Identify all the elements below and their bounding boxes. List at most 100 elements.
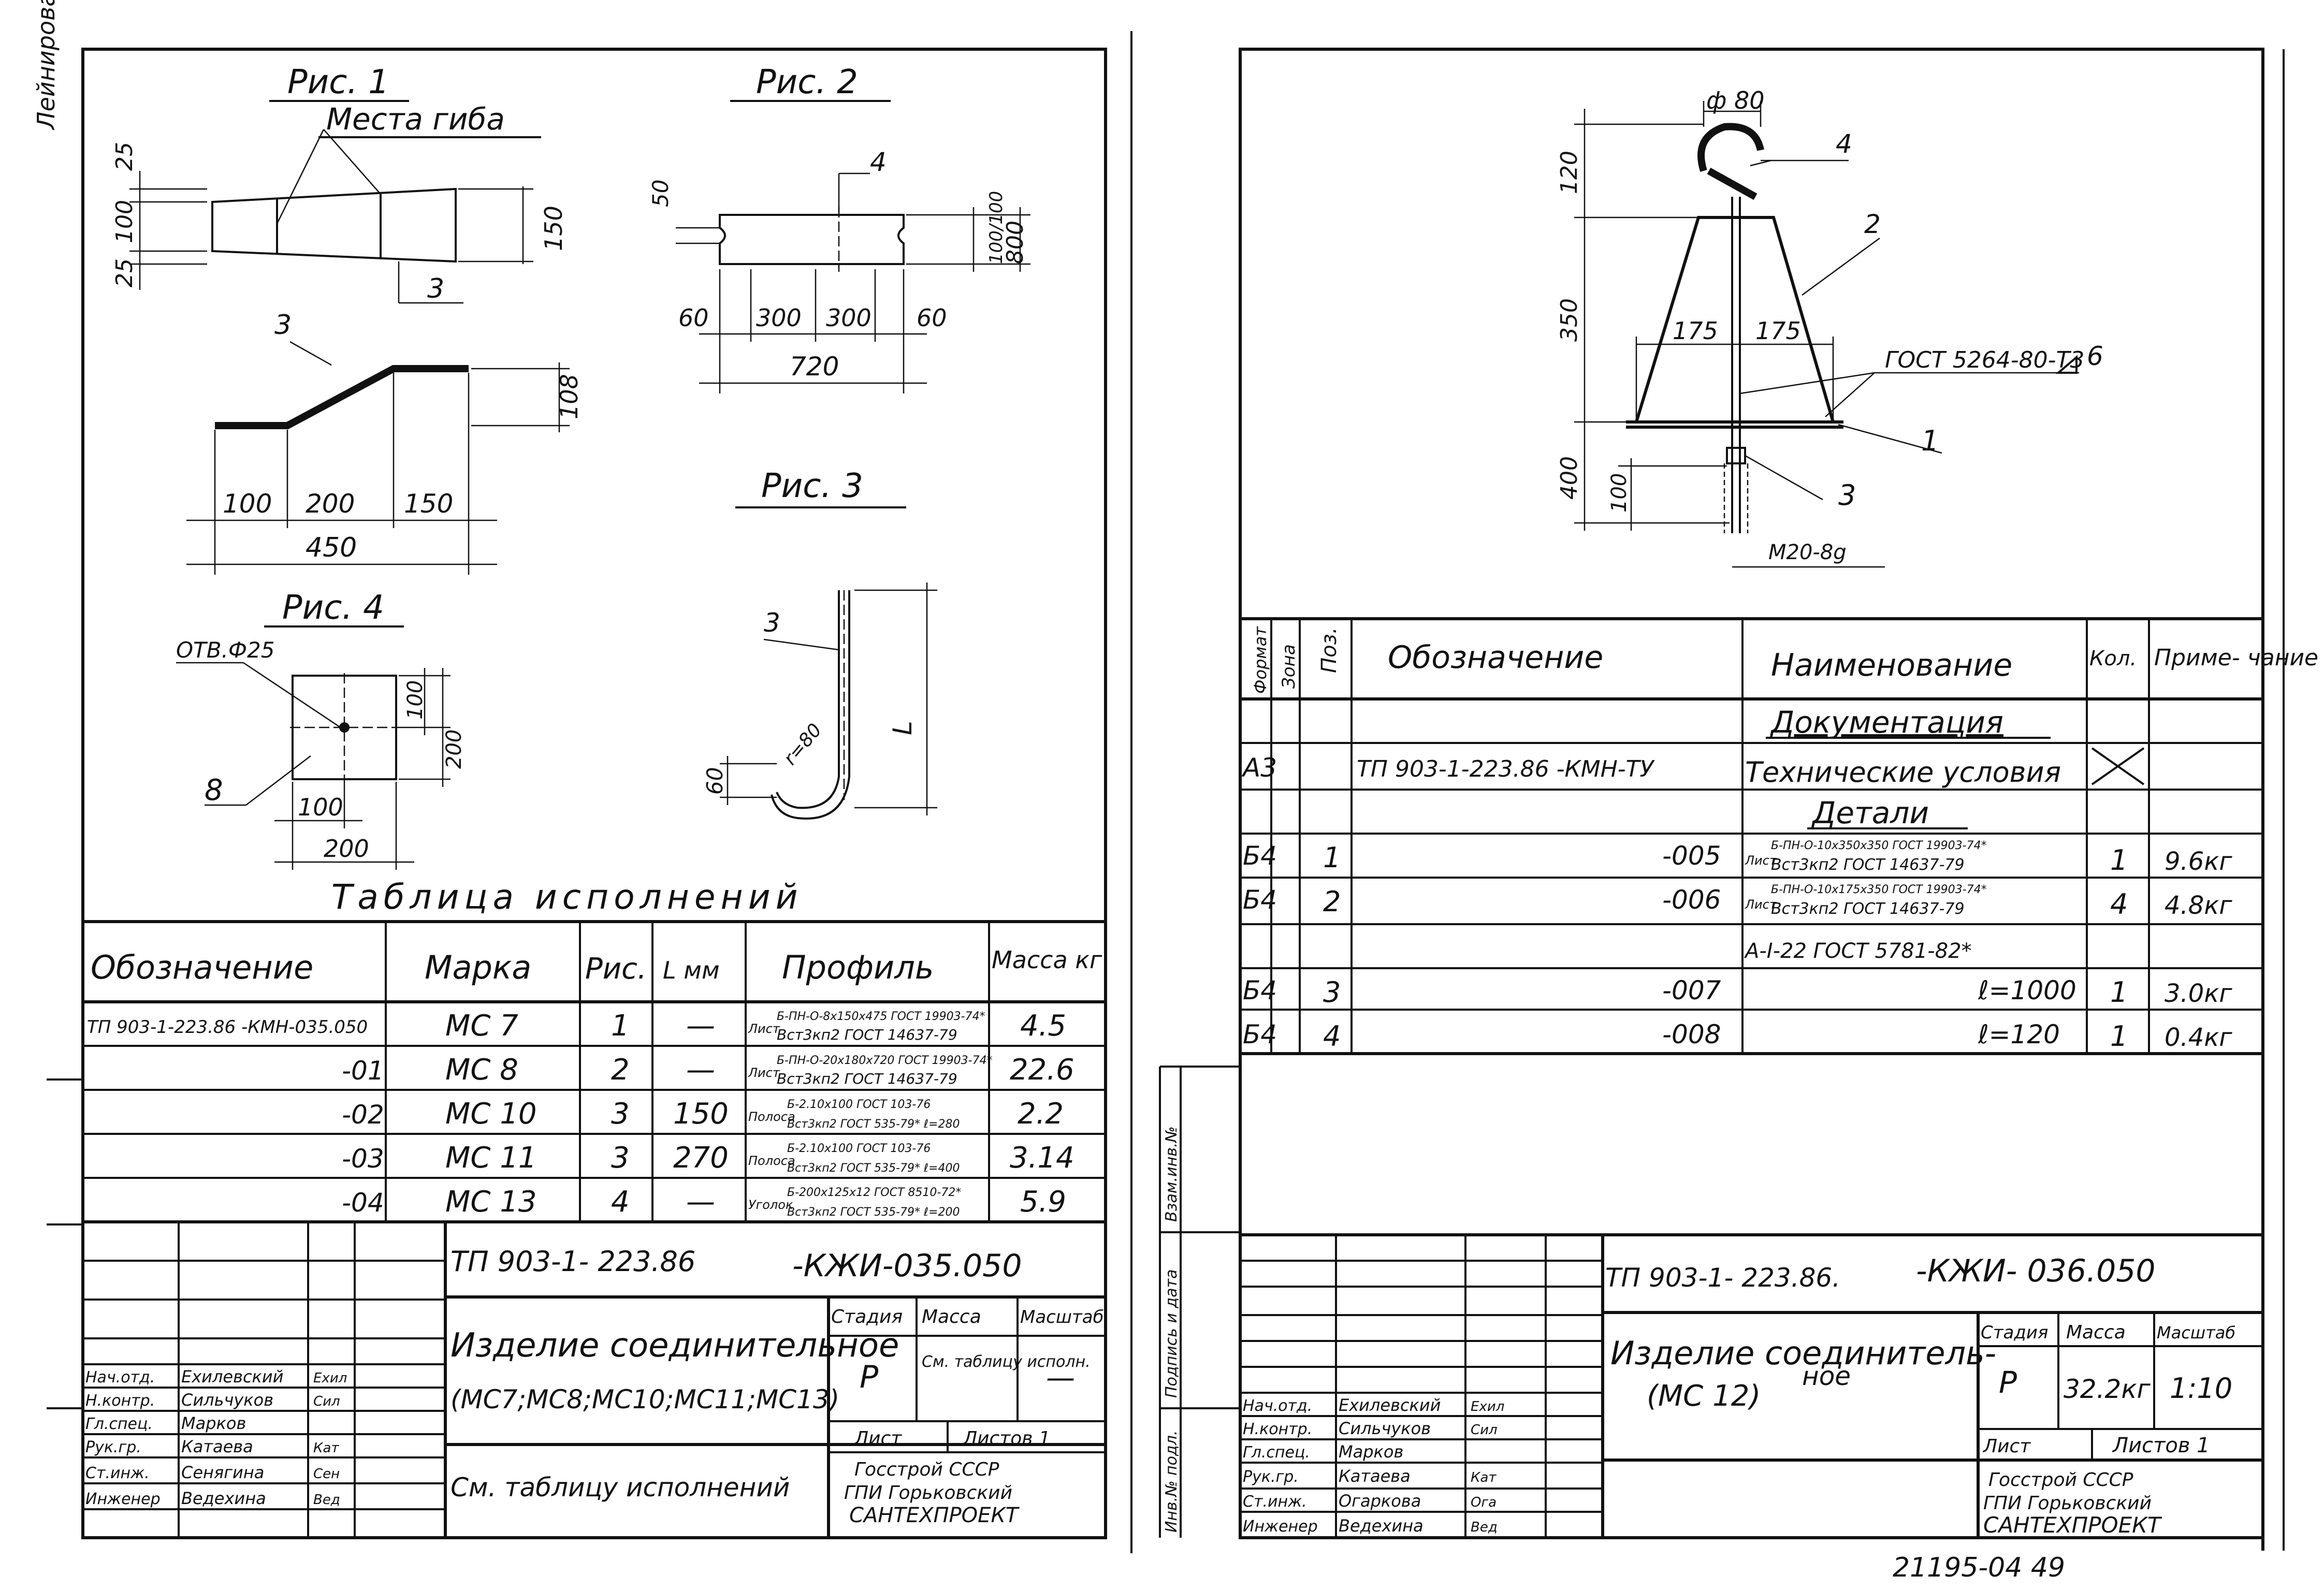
- part4-pos: 4: [1323, 1020, 1341, 1053]
- fig1-pos: 3: [427, 273, 444, 304]
- vt-row1-mass: 22.6: [1010, 1053, 1074, 1087]
- left-stamp-name-2: Сильчуков: [181, 1390, 273, 1410]
- fig1-bend-label: Места гиба: [326, 101, 505, 137]
- right-stamp-role-6: Инженер: [1243, 1518, 1318, 1536]
- table-row: ТП 903-1-223.86 -КМН-035.050 МС 7 1 — Ли…: [87, 1009, 1066, 1043]
- vt-row1-profile-kind: Лист: [748, 1066, 780, 1080]
- hook-top: [1697, 123, 1764, 172]
- left-stamp-role-5: Ст.инж.: [85, 1464, 150, 1482]
- fig3-pos: 3: [764, 608, 780, 638]
- vt-row3-designation: -03: [342, 1144, 384, 1174]
- part0-kind: Лист: [1745, 853, 1777, 868]
- fig2-plate: [719, 214, 905, 265]
- right-stamp-org-2: ГПИ Горьковский: [1983, 1493, 2152, 1514]
- left-stamp-scale-header: Масштаб: [1020, 1307, 1104, 1328]
- right-stamp-stage-header: Стадия: [1981, 1322, 2048, 1343]
- left-title-block: ТП 903-1- 223.86 -КЖИ-035.050 Изделие со…: [83, 1222, 1106, 1538]
- vt-row2-profile-top: Б-2.10х100 ГОСТ 103-76: [787, 1098, 931, 1111]
- dim-175a: 175: [1673, 317, 1718, 345]
- left-stamp-org-1: Госстрой СССР: [854, 1459, 999, 1480]
- left-stamp-stage-header: Стадия: [831, 1306, 903, 1328]
- spec-header-qty: Кол.: [2089, 647, 2137, 670]
- part0-pos: 1: [1323, 841, 1341, 874]
- fig1-dim-108: 108: [555, 374, 583, 419]
- left-stamp-mass: См. таблицу исполн.: [922, 1353, 1091, 1371]
- vt-row1-fig: 2: [611, 1053, 630, 1087]
- left-stamp-role-6: Инженер: [85, 1490, 161, 1508]
- table-row: -01 МС 8 2 — Лист Б-ПН-О-20х180х720 ГОСТ…: [342, 1053, 1074, 1087]
- part3-qty: 1: [2110, 976, 2128, 1009]
- left-stamp-sheet: Лист: [853, 1428, 902, 1449]
- left-stamp-name-3: Марков: [181, 1413, 246, 1433]
- table-row: Б4 3 -007 ℓ=1000 1 3.0кг: [1243, 975, 2232, 1009]
- fig1-dim-100h: 100: [223, 489, 272, 519]
- variants-table: Обозначение Марка Рис. L мм Профиль Масс…: [83, 920, 1106, 1223]
- left-stamp-role-1: Нач.отд.: [85, 1368, 155, 1387]
- part4-qty: 1: [2110, 1020, 2128, 1053]
- vt-row3-mark: МС 11: [445, 1141, 536, 1175]
- vt-header-designation: Обозначение: [91, 949, 313, 986]
- table-row: А-I-22 ГОСТ 5781-82*: [1744, 939, 1972, 963]
- dim-350: 350: [1556, 298, 1582, 342]
- right-stamp-sheet: Лист: [1982, 1436, 2031, 1457]
- vt-row2-profile-kind: Полоса: [748, 1110, 795, 1124]
- right-stamp-org-3: САНТЕХПРОЕКТ: [1983, 1512, 2162, 1538]
- vt-row0-fig: 1: [611, 1009, 630, 1043]
- fig2-dim-300a: 300: [756, 304, 802, 332]
- vt-row2-designation: -02: [342, 1100, 384, 1130]
- vt-row4-mass: 5.9: [1020, 1185, 1066, 1219]
- spec-table: Формат Зона Поз. Обозначение Наименовани…: [1240, 617, 2318, 1055]
- vt-row3-L: 270: [673, 1141, 729, 1175]
- part4-note: 0.4кг: [2165, 1023, 2232, 1052]
- right-stamp-role-4: Рук.гр.: [1243, 1468, 1299, 1486]
- fig4-pos: 8: [205, 774, 223, 807]
- right-stamp-name-1: Ехилевский: [1339, 1395, 1441, 1415]
- left-stamp-code-suffix: -КЖИ-035.050: [792, 1248, 1022, 1284]
- right-stamp-sign-1: Ехил: [1471, 1399, 1504, 1414]
- spec-header-zone: Зона: [1279, 644, 1299, 689]
- left-stamp-stage: Р: [860, 1359, 879, 1395]
- fig4-dim-200v: 200: [442, 730, 466, 769]
- vt-row3-profile-kind: Полоса: [748, 1154, 795, 1168]
- part0-note: 9.6кг: [2165, 847, 2232, 876]
- right-stamp-name-6: Ведехина: [1339, 1516, 1424, 1536]
- fig1-dim-100: 100: [111, 200, 138, 243]
- fig3-radius: r=80: [779, 720, 826, 769]
- vt-row3-profile-top: Б-2.10х100 ГОСТ 103-76: [787, 1142, 931, 1155]
- side-label-sign-date: Подпись и дата: [1163, 1270, 1181, 1398]
- fig1-dim-150h: 150: [404, 489, 453, 519]
- right-stamp-stage: Р: [1999, 1365, 2017, 1400]
- dim-175b: 175: [1755, 317, 1801, 345]
- vt-row1-designation: -01: [342, 1056, 384, 1086]
- fig1-dim-150: 150: [540, 206, 568, 251]
- vt-row1-profile-top: Б-ПН-О-20х180х720 ГОСТ 19903-74*: [777, 1054, 993, 1067]
- right-stamp-code: ТП 903-1- 223.86.: [1605, 1263, 1840, 1293]
- right-title-block: ТП 903-1- 223.86. -КЖИ- 036.050 Изделие …: [1240, 1233, 2263, 1538]
- table-row: Б4 2 -006 Лист Б-ПН-О-10х175х350 ГОСТ 19…: [1243, 883, 2232, 921]
- fig2: Рис. 2 4 50 60 300 300 60 720: [648, 63, 1030, 393]
- weld-note: ГОСТ 5264-80-Т3: [1885, 347, 2084, 373]
- fig2-pos: 4: [870, 147, 887, 177]
- left-stamp-role-2: Н.контр.: [85, 1392, 155, 1410]
- dim-100: 100: [1607, 473, 1631, 513]
- part0-format: Б4: [1243, 841, 1277, 871]
- part3-pos: 3: [1323, 976, 1341, 1009]
- right-stamp-name-5: Огаркова: [1339, 1491, 1421, 1511]
- vt-row0-profile-kind: Лист: [748, 1022, 780, 1036]
- fig2-dim-50: 50: [648, 180, 673, 207]
- doc-row-format: А3: [1241, 753, 1277, 783]
- vt-row0-profile-bottom: Вст3кп2 ГОСТ 14637-79: [777, 1026, 957, 1043]
- part2-material: А-I-22 ГОСТ 5781-82*: [1744, 939, 1972, 963]
- left-sheet: Лейнирова-а Рис. 1 Места гиба 3 25 100 2…: [32, 0, 1107, 1539]
- left-stamp-code: ТП 903-1- 223.86: [451, 1245, 695, 1278]
- right-stamp-mass: 32.2кг: [2064, 1374, 2151, 1404]
- hanger-drawing: 120 350 400 100 ф 80 175 175 4 2 ГОСТ 52…: [1556, 86, 2103, 568]
- left-stamp-sign-6: Вед: [313, 1492, 340, 1508]
- cone-plate: [1634, 216, 1835, 424]
- vt-row0-mark: МС 7: [445, 1009, 518, 1043]
- fig2-dim-60b: 60: [917, 304, 947, 332]
- right-sheet: Взам.инв.№ Подпись и дата Инв.№ подл. 12…: [1159, 48, 2318, 1583]
- vt-row3-profile-bottom: Вст3кп2 ГОСТ 535-79* ℓ=400: [787, 1162, 960, 1175]
- spec-header-name: Наименование: [1771, 647, 2012, 683]
- right-stamp-scale: 1:10: [2170, 1372, 2232, 1405]
